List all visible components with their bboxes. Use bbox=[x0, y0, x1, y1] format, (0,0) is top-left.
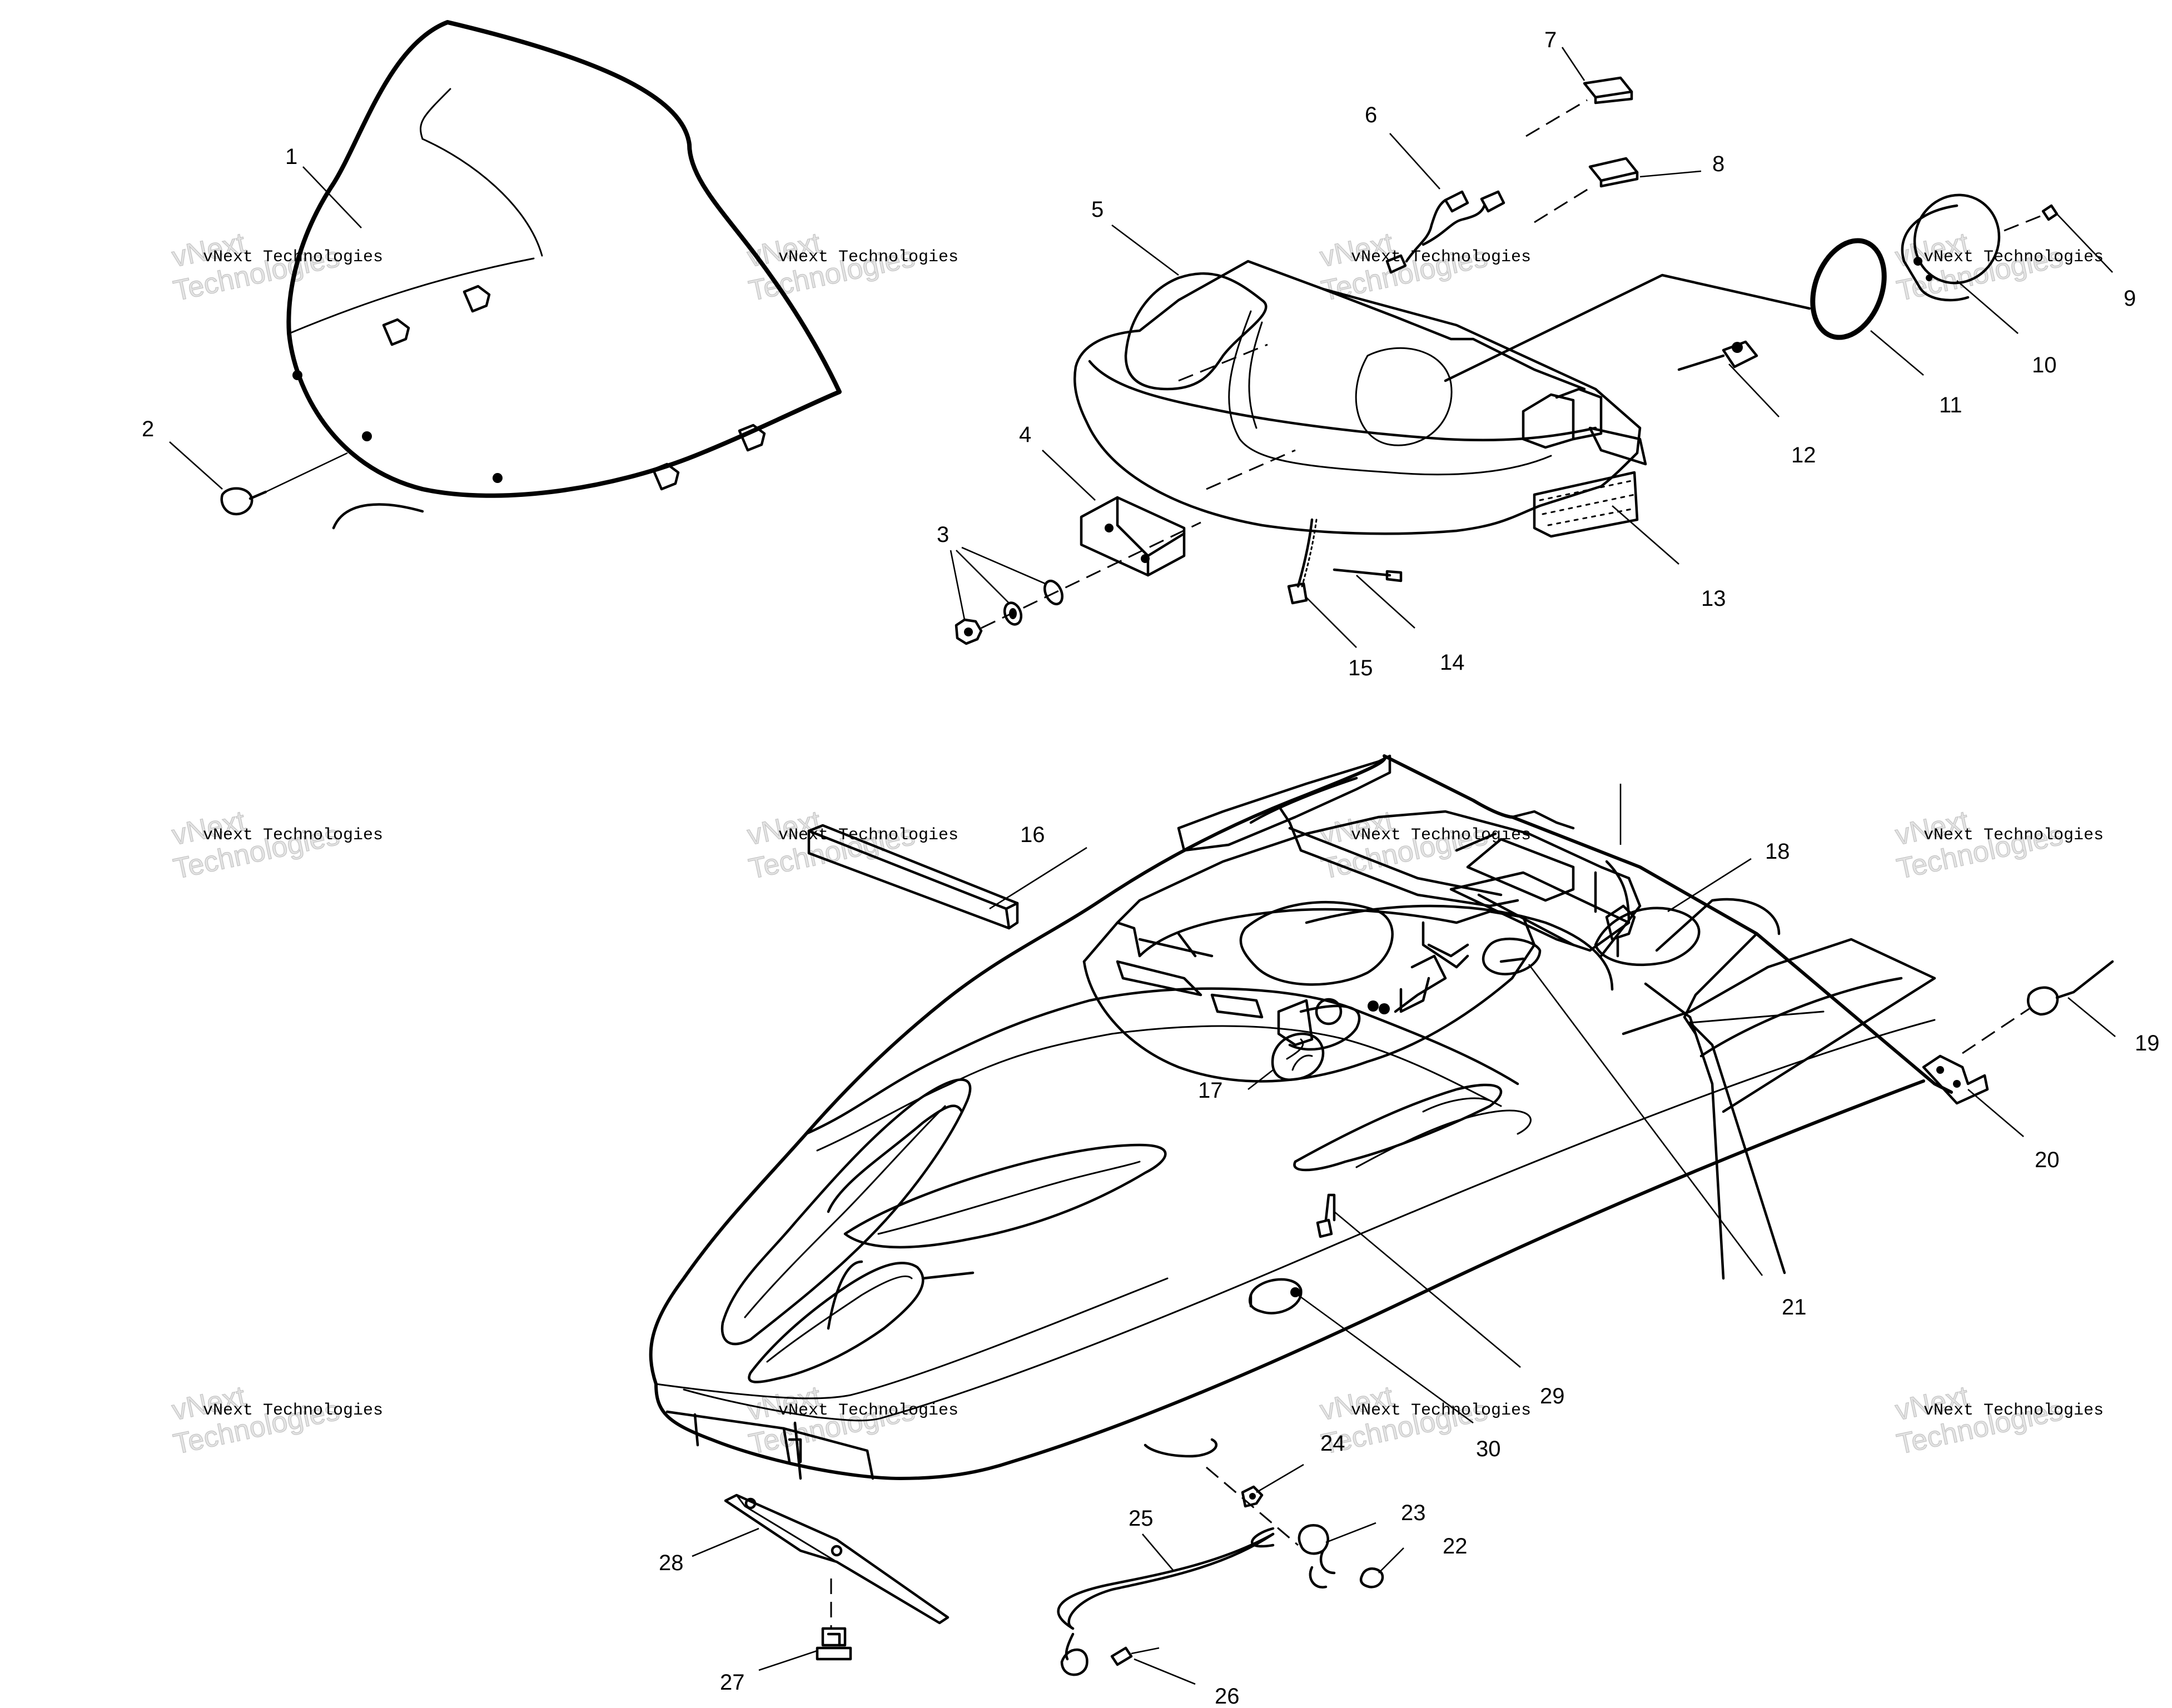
callout-labels: 1 2 3 4 5 6 7 8 9 10 11 12 13 14 15 16 1… bbox=[142, 28, 2160, 1708]
callout-27: 27 bbox=[720, 1670, 745, 1695]
plate-part bbox=[724, 1493, 950, 1661]
callout-8: 8 bbox=[1712, 152, 1724, 176]
watermark-text: vNext Technologies bbox=[1924, 248, 2104, 267]
tether-part bbox=[1057, 1466, 1384, 1676]
key-switch-part bbox=[1677, 340, 1758, 371]
callout-5: 5 bbox=[1091, 197, 1104, 222]
hardware-part bbox=[955, 521, 1201, 645]
leader-22 bbox=[1378, 1547, 1404, 1573]
callout-6: 6 bbox=[1365, 103, 1377, 127]
watermark-text: vNext Technologies bbox=[203, 1401, 383, 1420]
leader-15 bbox=[1306, 597, 1357, 648]
leader-30 bbox=[1298, 1294, 1474, 1424]
gauge-part bbox=[1444, 193, 2059, 382]
leader-4 bbox=[1042, 450, 1096, 501]
callout-13: 13 bbox=[1701, 586, 1726, 611]
callout-20: 20 bbox=[2035, 1148, 2060, 1172]
callout-28: 28 bbox=[659, 1551, 684, 1575]
callout-26: 26 bbox=[1215, 1684, 1240, 1708]
leader-29 bbox=[1334, 1211, 1521, 1368]
leader-23 bbox=[1325, 1522, 1376, 1543]
callout-10: 10 bbox=[2032, 353, 2057, 377]
trim-strip-part bbox=[807, 824, 1019, 930]
watermark-text: vNext Technologies bbox=[203, 248, 383, 267]
leader-3b bbox=[956, 550, 1010, 604]
leader-6 bbox=[1389, 133, 1440, 190]
leader-13 bbox=[1612, 505, 1679, 565]
leader-3c bbox=[961, 546, 1046, 585]
callout-15: 15 bbox=[1348, 656, 1373, 680]
watermark-text: vNext Technologies bbox=[1924, 1401, 2104, 1420]
cable-tie-part bbox=[1333, 568, 1403, 582]
watermark-text: vNext Technologies bbox=[1351, 826, 1531, 845]
switch-part bbox=[1525, 76, 1639, 223]
callout-16: 16 bbox=[1020, 823, 1045, 847]
leader-9 bbox=[2056, 213, 2113, 273]
watermark-text: vNext Technologies bbox=[778, 1401, 958, 1420]
callout-12: 12 bbox=[1791, 443, 1816, 467]
watermark-text: vNext Technologies bbox=[1351, 1401, 1531, 1420]
bracket-19-20-part bbox=[1922, 960, 2114, 1105]
connector-part bbox=[1287, 518, 1318, 605]
leader-21 bbox=[1528, 964, 1763, 1276]
watermark-text: vNext Technologies bbox=[203, 826, 383, 845]
callout-17: 17 bbox=[1198, 1078, 1223, 1103]
leader-lines bbox=[169, 47, 2116, 1685]
callout-23: 23 bbox=[1401, 1501, 1426, 1525]
leader-10 bbox=[1956, 280, 2019, 334]
watermark-text: vNext Technologies bbox=[1351, 248, 1531, 267]
callout-14: 14 bbox=[1440, 650, 1465, 675]
callout-18: 18 bbox=[1765, 839, 1790, 864]
leader-7 bbox=[1561, 47, 1585, 81]
callout-19: 19 bbox=[2135, 1031, 2160, 1055]
decal-part bbox=[1271, 1032, 1325, 1081]
callout-7: 7 bbox=[1544, 28, 1557, 52]
watermark-text: vNext Technologies bbox=[778, 826, 958, 845]
leader-11 bbox=[1870, 330, 1924, 376]
fastener-part bbox=[1482, 904, 1636, 975]
callout-11: 11 bbox=[1939, 393, 1962, 417]
leader-20 bbox=[1967, 1089, 2024, 1137]
windshield-part bbox=[286, 20, 842, 530]
leader-19 bbox=[2067, 997, 2116, 1038]
watermark-text: vNext Technologies bbox=[1924, 826, 2104, 845]
callout-3: 3 bbox=[937, 522, 949, 547]
leader-24 bbox=[1256, 1463, 1304, 1493]
rivet-29-30-part bbox=[1248, 1193, 1336, 1314]
callout-25: 25 bbox=[1129, 1506, 1154, 1531]
bracket-part bbox=[1080, 496, 1186, 577]
leader-14 bbox=[1356, 575, 1415, 629]
leader-25 bbox=[1142, 1533, 1174, 1571]
leader-16 bbox=[989, 846, 1087, 910]
leader-3a bbox=[950, 550, 966, 620]
hood-part bbox=[649, 754, 1953, 1480]
leader-18 bbox=[1667, 858, 1752, 913]
callout-22: 22 bbox=[1443, 1534, 1468, 1558]
watermark-text: vNext Technologies bbox=[778, 248, 958, 267]
callout-29: 29 bbox=[1540, 1384, 1565, 1408]
leader-8 bbox=[1639, 170, 1702, 178]
leader-5 bbox=[1111, 224, 1179, 276]
leader-12 bbox=[1728, 363, 1780, 417]
callout-4: 4 bbox=[1019, 422, 1031, 447]
watermarks: vNext Technologies vNext Technologies vN… bbox=[169, 226, 2104, 1461]
leader-28 bbox=[692, 1527, 759, 1557]
callout-30: 30 bbox=[1476, 1437, 1501, 1461]
leader-1 bbox=[302, 166, 362, 228]
harness-part bbox=[1385, 190, 1505, 274]
callout-1: 1 bbox=[285, 145, 297, 169]
callout-21: 21 bbox=[1782, 1295, 1807, 1319]
callout-9: 9 bbox=[2124, 286, 2136, 311]
rivet-part bbox=[220, 452, 348, 516]
console-part bbox=[1073, 260, 1647, 538]
leader-27 bbox=[758, 1650, 818, 1671]
leader-26 bbox=[1134, 1658, 1196, 1685]
leader-17 bbox=[1247, 1069, 1274, 1090]
callout-24: 24 bbox=[1320, 1431, 1345, 1456]
callout-2: 2 bbox=[142, 417, 154, 441]
leader-2 bbox=[169, 441, 223, 490]
